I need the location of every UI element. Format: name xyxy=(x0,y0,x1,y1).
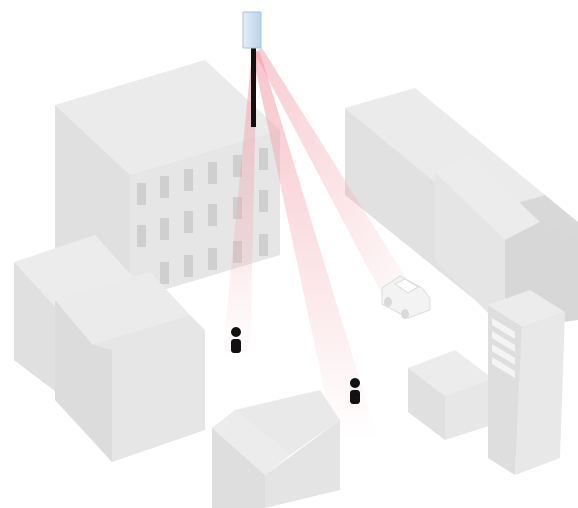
signal-beams xyxy=(222,48,420,440)
beam-left xyxy=(222,52,257,360)
cell-antenna-icon xyxy=(242,11,262,127)
building-small-block xyxy=(408,350,492,440)
building-left-front-house xyxy=(55,272,205,462)
building-bottom-center xyxy=(212,390,340,508)
main-building-windows xyxy=(137,148,268,284)
building-tower xyxy=(488,290,565,475)
beam-middle xyxy=(252,52,378,440)
person-icon-left xyxy=(231,327,241,353)
beam-right xyxy=(254,48,420,310)
person-icon-middle xyxy=(350,378,360,404)
car-icon xyxy=(381,275,431,319)
